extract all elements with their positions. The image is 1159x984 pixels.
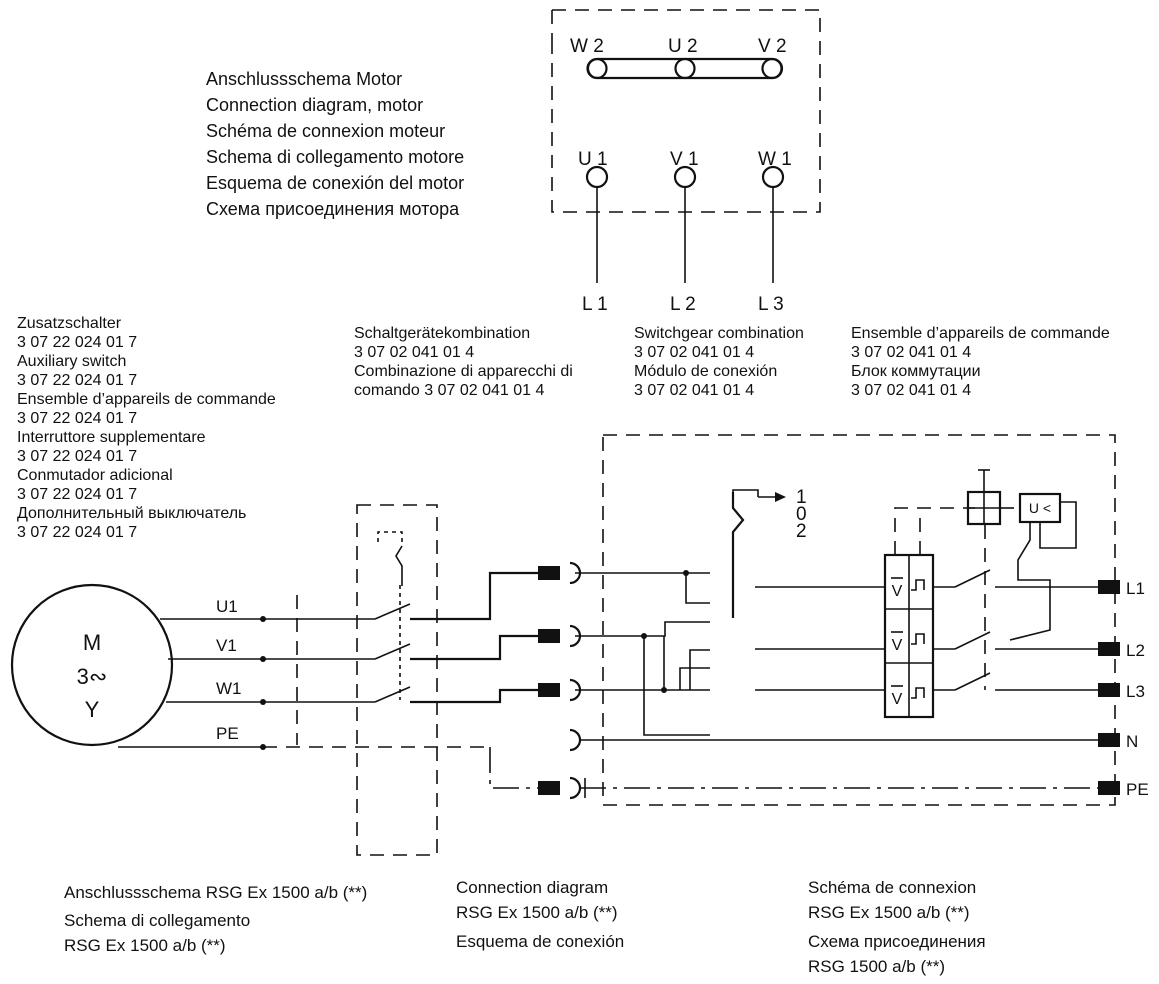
- terminal-label-v1: V 1: [670, 149, 699, 170]
- switchgear-label-es: Módulo de conexión: [634, 363, 778, 380]
- terminal-v1: [673, 165, 697, 189]
- footer-label-ru: Схема присоединения: [808, 932, 986, 951]
- switchgear-part-number: 3 07 02 041 01 4: [354, 344, 475, 361]
- switchgear-labels-col1: Schaltgerätekombination 3 07 02 041 01 4…: [354, 324, 573, 400]
- motor-symbol: M 3∾ Y: [10, 583, 174, 747]
- switchgear-combination: 1 0 2 V V V: [575, 434, 1116, 806]
- aux-part-number: 3 07 22 024 01 7: [17, 334, 138, 351]
- title-line-fr: Schéma de connexion moteur: [206, 121, 446, 141]
- terminal-label-w2: W 2: [570, 36, 604, 57]
- terminal-label-n: N: [1126, 732, 1138, 751]
- terminal-w2: [586, 57, 608, 80]
- supply-terminals: L1 L2 L3 N PE: [1098, 579, 1149, 799]
- wire-label-v1: V1: [216, 636, 237, 655]
- motor-wires: U1 V1 W1 PE: [118, 595, 538, 789]
- voltmeter-symbol: V: [892, 691, 903, 708]
- switchgear-part-number: 3 07 02 041 01 4: [634, 344, 755, 361]
- terminal-label-u1: U 1: [578, 149, 608, 170]
- title-line-es: Esquema de conexión del motor: [206, 173, 465, 193]
- terminal-label-pe: PE: [1126, 780, 1149, 799]
- terminal-label-u2: U 2: [668, 36, 698, 57]
- footer-label-fr: Schéma de connexion: [808, 878, 977, 897]
- footer-label-es: Esquema de conexión: [456, 932, 625, 951]
- terminal-label-w1: W 1: [758, 149, 792, 170]
- title-line-ru: Схема присоединения мотора: [206, 199, 460, 219]
- wire-label-u1: U1: [216, 597, 238, 616]
- terminal-label-l2: L2: [1126, 641, 1145, 660]
- aux-label-en: Auxiliary switch: [17, 353, 127, 370]
- terminal-u2: [674, 57, 696, 80]
- title-line-it: Schema di collegamento motore: [206, 147, 465, 167]
- switchgear-labels-col2: Switchgear combination 3 07 02 041 01 4 …: [634, 324, 804, 400]
- terminal-v2: [761, 57, 783, 80]
- footer-col2: Connection diagram RSG Ex 1500 a/b (**) …: [456, 875, 624, 954]
- aux-label-es: Conmutador adicional: [17, 467, 173, 484]
- footer-col3: Schéma de connexion RSG Ex 1500 a/b (**)…: [808, 875, 986, 979]
- switchgear-label-it: Combinazione di apparecchi di: [354, 363, 573, 380]
- selector-position-1: 1: [796, 487, 807, 508]
- selector-position-0: 0: [796, 504, 807, 525]
- switchgear-part-number: 3 07 02 041 01 4: [851, 382, 972, 399]
- footer-label-de: Anschlussschema RSG Ex 1500 a/b (**): [64, 883, 368, 902]
- aux-part-number: 3 07 22 024 01 7: [17, 486, 138, 503]
- motor-phase: 3∾: [77, 664, 108, 689]
- line-label-l3: L 3: [758, 294, 784, 315]
- motor-circle: [10, 583, 174, 747]
- selector-position-2: 2: [796, 521, 807, 542]
- switchgear-label-en: Switchgear combination: [634, 325, 804, 342]
- line-label-l2: L 2: [670, 294, 696, 315]
- footer-model: RSG Ex 1500 a/b (**): [456, 903, 618, 922]
- motor-connection-title: Anschlussschema Motor Connection diagram…: [206, 66, 464, 222]
- terminal-u1: [585, 165, 609, 189]
- aux-part-number: 3 07 22 024 01 7: [17, 372, 138, 389]
- voltmeter-symbol: V: [892, 637, 903, 654]
- plug-connectors: [538, 561, 582, 800]
- wire-label-pe: PE: [216, 724, 239, 743]
- switchgear-part-number: 3 07 02 041 01 4: [634, 382, 755, 399]
- switchgear-labels-col3: Ensemble d’appareils de commande 3 07 02…: [851, 324, 1110, 400]
- voltmeter-symbol: V: [892, 583, 903, 600]
- line-label-l1: L 1: [582, 294, 608, 315]
- footer-label-en: Connection diagram: [456, 878, 609, 897]
- footer-model: RSG Ex 1500 a/b (**): [64, 936, 226, 955]
- aux-label-ru: Дополнительный выключатель: [17, 505, 247, 522]
- title-line-de: Anschlussschema Motor: [206, 69, 403, 89]
- switchgear-label-ru: Блок коммутации: [851, 363, 981, 380]
- switchgear-label-it-2: comando 3 07 02 041 01 4: [354, 382, 545, 399]
- title-line-en: Connection diagram, motor: [206, 95, 424, 115]
- footer-model: RSG 1500 a/b (**): [808, 957, 946, 976]
- star-bridge: [586, 57, 784, 80]
- auxiliary-switch-labels: Zusatzschalter 3 07 22 024 01 7 Auxiliar…: [17, 314, 276, 542]
- aux-label-fr: Ensemble d’appareils de commande: [17, 391, 276, 408]
- switchgear-part-number: 3 07 02 041 01 4: [851, 344, 972, 361]
- terminal-label-l3: L3: [1126, 682, 1145, 701]
- terminal-label-l1: L1: [1126, 579, 1145, 598]
- relay-symbol: U <: [1029, 500, 1051, 516]
- motor-star: Y: [85, 697, 100, 722]
- aux-label-it: Interruttore supplementare: [17, 429, 206, 446]
- footer-model: RSG Ex 1500 a/b (**): [808, 903, 970, 922]
- motor-terminal-box: W 2 U 2 V 2 U 1 V 1 W 1 L 1 L 2 L 3: [551, 9, 821, 315]
- switchgear-label-de: Schaltgerätekombination: [354, 325, 531, 342]
- aux-part-number: 3 07 22 024 01 7: [17, 448, 138, 465]
- auxiliary-switch: [356, 504, 538, 856]
- switchgear-label-fr: Ensemble d’appareils de commande: [851, 325, 1110, 342]
- aux-label-de: Zusatzschalter: [17, 315, 122, 332]
- terminal-label-v2: V 2: [758, 36, 787, 57]
- terminal-w1: [761, 165, 785, 189]
- aux-part-number: 3 07 22 024 01 7: [17, 524, 138, 541]
- aux-part-number: 3 07 22 024 01 7: [17, 410, 138, 427]
- footer-col1: Anschlussschema RSG Ex 1500 a/b (**) Sch…: [64, 880, 367, 958]
- motor-letter: M: [83, 630, 101, 655]
- footer-label-it: Schema di collegamento: [64, 911, 251, 930]
- wire-label-w1: W1: [216, 679, 242, 698]
